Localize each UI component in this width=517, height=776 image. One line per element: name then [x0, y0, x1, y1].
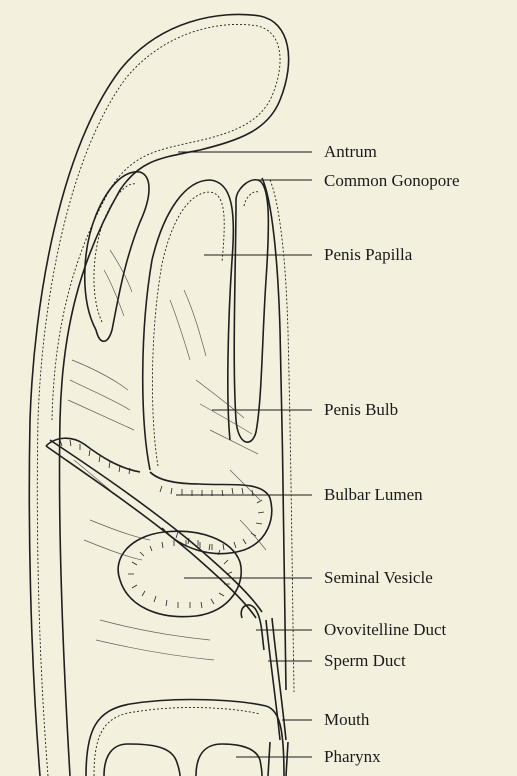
label-penis-bulb: Penis Bulb: [324, 400, 398, 419]
bulbar-lumen: [150, 472, 272, 554]
label-penis-papilla: Penis Papilla: [324, 245, 413, 264]
label-ovovitelline-duct: Ovovitelline Duct: [324, 620, 447, 639]
leader-lines: [176, 152, 312, 757]
label-seminal-vesicle: Seminal Vesicle: [324, 568, 433, 587]
diagonal-duct: [46, 440, 262, 618]
body-wall: [29, 14, 294, 776]
penis-papilla: [143, 180, 269, 470]
label-mouth: Mouth: [324, 710, 370, 729]
label-pharynx: Pharynx: [324, 747, 381, 766]
muscle-fibres: [68, 250, 266, 660]
mouth-pharynx: [86, 700, 288, 776]
antrum-cavity: [85, 172, 149, 341]
label-antrum: Antrum: [324, 142, 377, 161]
labels: Antrum Common Gonopore Penis Papilla Pen…: [324, 142, 460, 766]
label-bulbar-lumen: Bulbar Lumen: [324, 485, 423, 504]
label-common-gonopore: Common Gonopore: [324, 171, 460, 190]
label-sperm-duct: Sperm Duct: [324, 651, 406, 670]
